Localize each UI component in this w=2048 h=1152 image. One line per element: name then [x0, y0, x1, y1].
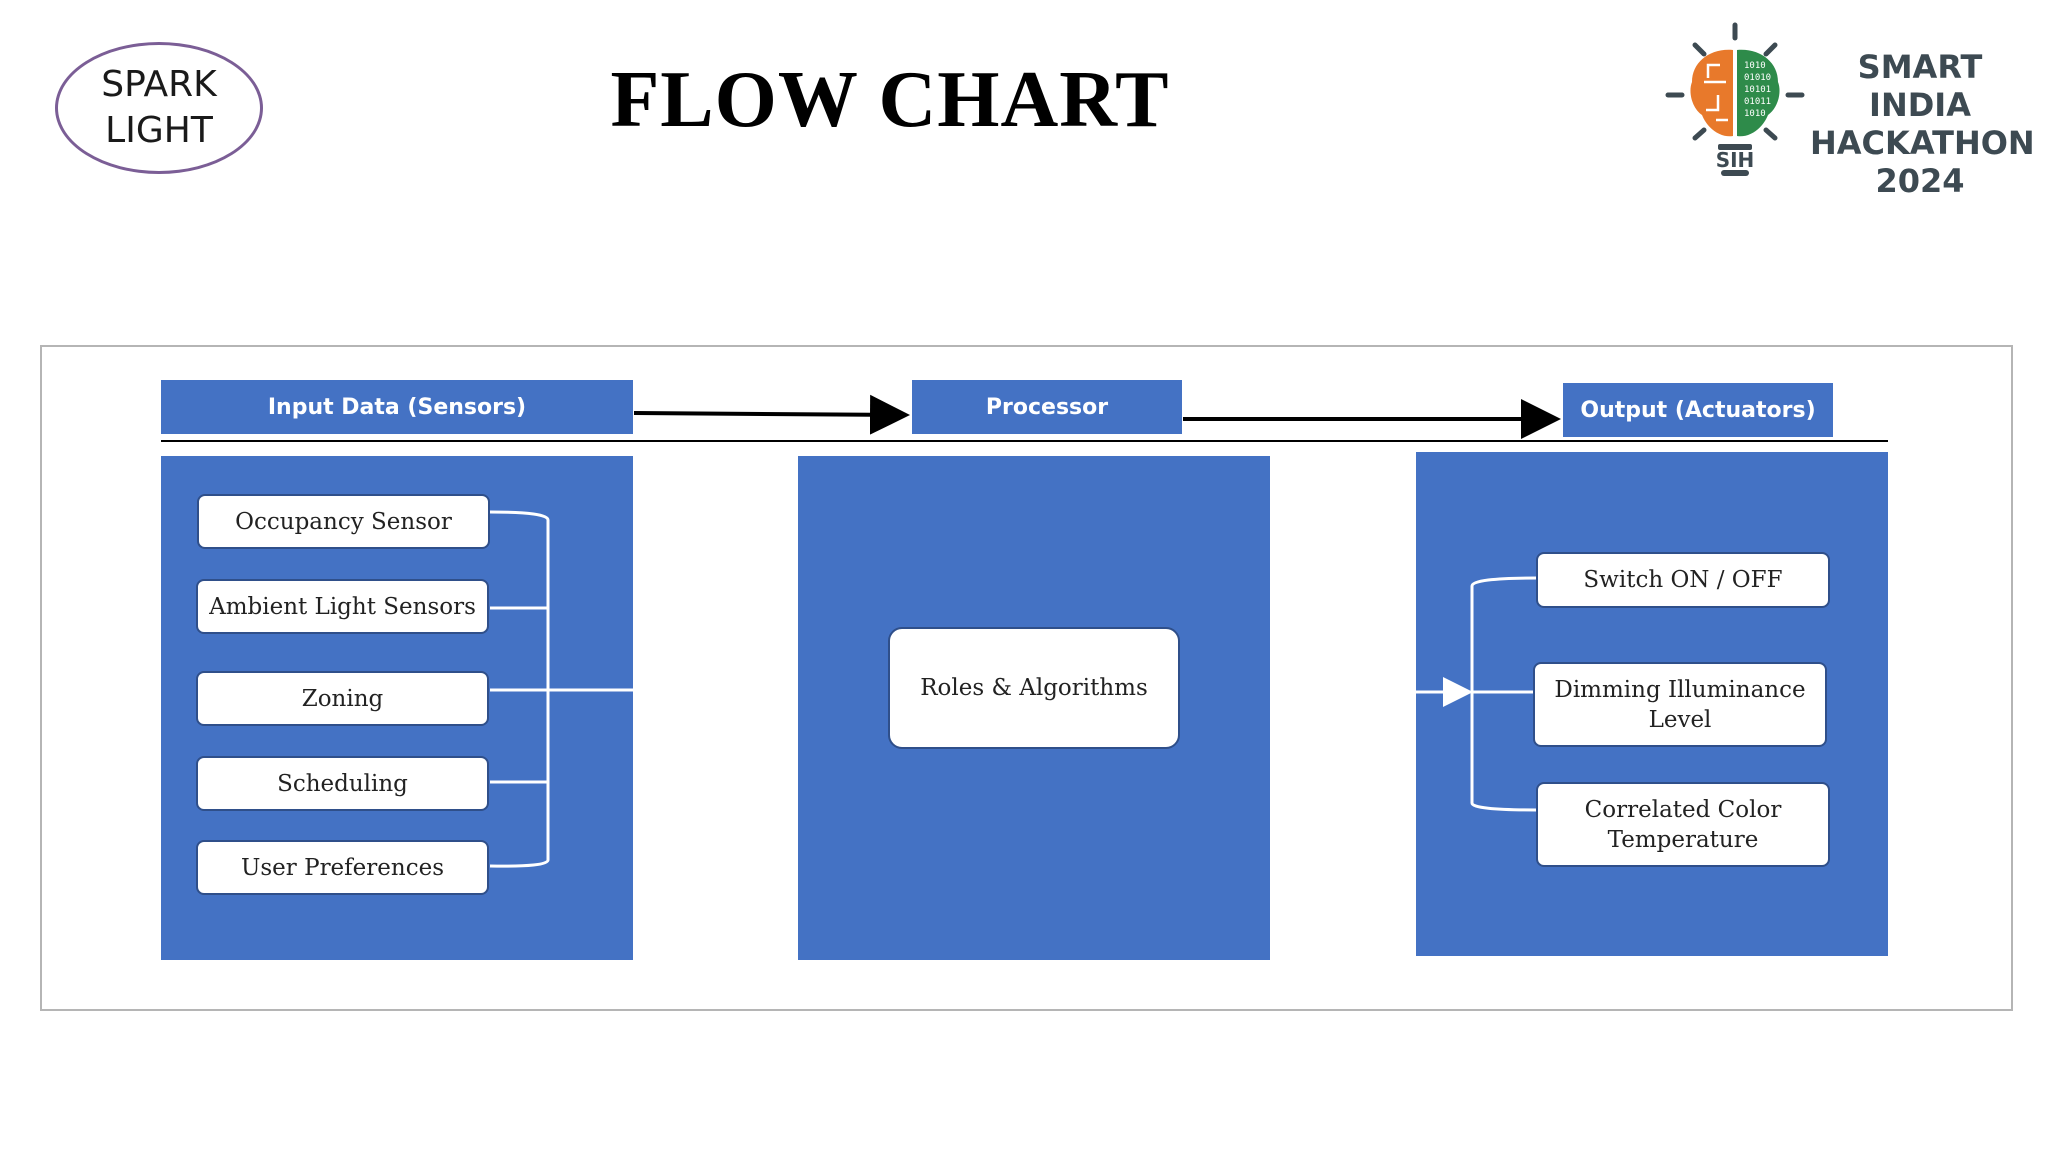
sih-logo-text: SMART INDIA HACKATHON 2024 [1810, 48, 2035, 200]
input-node-user-preferences: User Preferences [196, 840, 489, 895]
processor-header: Processor [912, 380, 1182, 434]
input-header: Input Data (Sensors) [161, 380, 633, 434]
svg-text:10101: 10101 [1744, 85, 1771, 95]
team-name-line1: SPARK [101, 64, 217, 105]
diagram-frame [40, 345, 2013, 1011]
output-node-switch-on-off: Switch ON / OFF [1536, 552, 1830, 608]
page-title: FLOW CHART [610, 56, 1170, 144]
svg-text:1010: 1010 [1744, 109, 1766, 119]
output-header: Output (Actuators) [1563, 383, 1833, 437]
team-name-line2: LIGHT [105, 110, 213, 151]
sih-line2: HACKATHON [1810, 124, 2035, 162]
svg-text:01011: 01011 [1744, 97, 1771, 107]
input-node-zoning: Zoning [196, 671, 489, 726]
input-node-occupancy-sensor: Occupancy Sensor [197, 494, 490, 549]
sih-badge-text: SIH [1716, 148, 1755, 172]
output-node-dimming-illuminance-level: Dimming Illuminance Level [1533, 662, 1827, 747]
sih-lightbulb-brain-icon: 1010 01010 10101 01011 1010 SIH [1665, 22, 1805, 176]
sih-line3: 2024 [1875, 162, 1965, 200]
input-node-scheduling: Scheduling [196, 756, 489, 811]
process-node-roles-algorithms: Roles & Algorithms [888, 627, 1180, 749]
team-logo-badge: SPARK LIGHT [55, 42, 263, 174]
svg-text:1010: 1010 [1744, 61, 1766, 71]
output-node-correlated-color-temperature: Correlated Color Temperature [1536, 782, 1830, 867]
sih-line1: SMART INDIA [1857, 48, 1983, 124]
input-node-ambient-light-sensors: Ambient Light Sensors [196, 579, 489, 634]
svg-text:01010: 01010 [1744, 73, 1771, 83]
